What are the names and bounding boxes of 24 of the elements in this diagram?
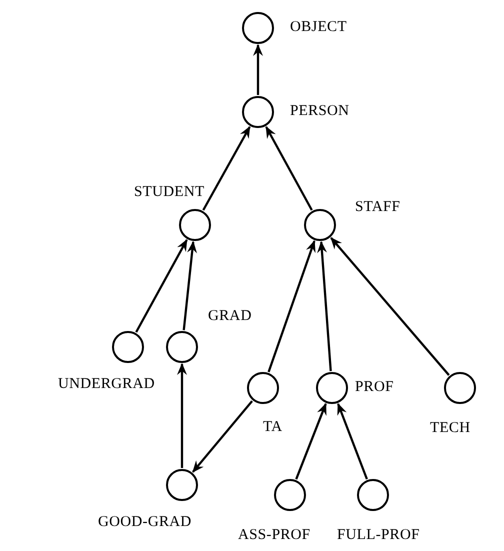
class-label: UNDERGRAD <box>58 376 155 393</box>
arrow <box>330 237 450 376</box>
arrow <box>295 402 327 480</box>
arrow <box>337 402 368 480</box>
class-label: GRAD <box>208 308 252 325</box>
arrow <box>265 126 313 211</box>
arrow <box>202 126 251 211</box>
arrow <box>177 363 187 468</box>
class-label: PERSON <box>290 103 350 120</box>
class-label: GOOD-GRAD <box>98 514 192 531</box>
class-label: STAFF <box>355 199 400 216</box>
class-label: OBJECT <box>290 19 347 36</box>
class-label: TECH <box>430 420 470 437</box>
class-label: FULL-PROF <box>337 527 420 544</box>
class-label: TA <box>263 419 282 436</box>
arrow <box>253 44 263 95</box>
arrow <box>135 239 188 333</box>
arrow <box>182 240 197 330</box>
arrow <box>192 400 253 473</box>
class-label: ASS-PROF <box>238 527 310 544</box>
arrow <box>268 240 316 372</box>
arrow <box>317 240 332 372</box>
class-label: PROF <box>355 379 394 396</box>
class-label: STUDENT <box>134 184 204 201</box>
